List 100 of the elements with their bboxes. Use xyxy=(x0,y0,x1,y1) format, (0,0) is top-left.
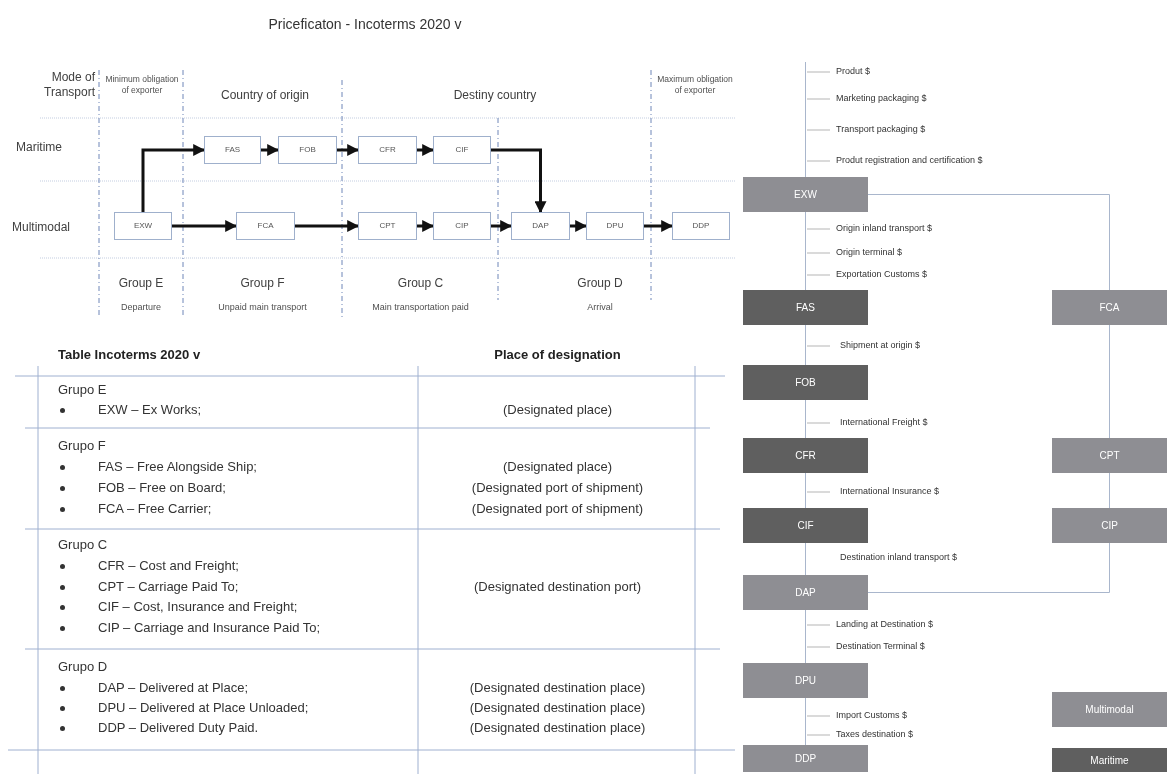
table-text: (Designated destination place) xyxy=(468,679,647,698)
connector-line xyxy=(805,211,806,291)
term-box: CPT xyxy=(358,212,417,240)
table-text: CIP – Carriage and Insurance Paid To; xyxy=(98,619,322,638)
arrow xyxy=(491,148,547,214)
text-label: Main transportation paid xyxy=(371,302,470,314)
table-text: Grupo E xyxy=(58,381,108,400)
cost-step-box: DDP xyxy=(743,745,868,772)
table-text: FOB – Free on Board; xyxy=(98,479,227,498)
cost-step-box: Multimodal xyxy=(1052,692,1167,727)
connector-line xyxy=(867,542,1110,593)
connector-line xyxy=(805,399,806,439)
cost-item-label: Shipment at origin $ xyxy=(840,339,922,353)
connector-line xyxy=(867,194,1110,291)
term-box: CFR xyxy=(358,136,417,164)
connector-line xyxy=(805,472,806,509)
cost-step-box: CFR xyxy=(743,438,868,473)
term-box: EXW xyxy=(114,212,172,240)
term-box: CIP xyxy=(433,212,491,240)
cost-step-box: Maritime xyxy=(1052,748,1167,772)
arrow xyxy=(141,144,206,212)
table-text: DPU – Delivered at Place Unloaded; xyxy=(98,699,310,718)
term-box: FOB xyxy=(278,136,337,164)
arrow xyxy=(417,220,435,232)
cost-step-box: FCA xyxy=(1052,290,1167,325)
cost-step-box: DAP xyxy=(743,575,868,610)
term-box: FAS xyxy=(204,136,261,164)
cost-item-label: Marketing packaging $ xyxy=(836,92,928,106)
table-text: CFR – Cost and Freight; xyxy=(98,557,240,576)
table-text: Grupo D xyxy=(58,658,109,677)
text-label: Maritime xyxy=(16,139,63,155)
cost-step-box: CIP xyxy=(1052,508,1167,543)
arrow xyxy=(491,220,513,232)
table-text: FAS – Free Alongside Ship; xyxy=(98,458,258,477)
table-text: Place of designation xyxy=(493,346,622,365)
cost-item-label: Produt registration and certification $ xyxy=(836,154,984,168)
text-label: Destiny country xyxy=(452,87,538,103)
text-label: Maximum obligation of exporter xyxy=(656,74,734,96)
cost-item-label: Origin terminal $ xyxy=(836,246,904,260)
text-label: Group F xyxy=(239,275,286,291)
cost-item-label: Taxes destination $ xyxy=(836,728,915,742)
connector-line xyxy=(805,61,806,178)
cost-item-label: Origin inland transport $ xyxy=(836,222,934,236)
table-text: (Designated port of shipment) xyxy=(470,479,645,498)
table-text: (Designated port of shipment) xyxy=(470,500,645,519)
table-text: (Designated destination place) xyxy=(468,699,647,718)
table-text: (Designated destination place) xyxy=(468,719,647,738)
cost-item-label: Exportation Customs $ xyxy=(836,268,929,282)
table-text: DDP – Delivered Duty Paid. xyxy=(98,719,260,738)
text-label: Arrival xyxy=(586,302,614,314)
cost-item-label: Transport packaging $ xyxy=(836,123,927,137)
term-box: FCA xyxy=(236,212,295,240)
table-text: Grupo F xyxy=(58,437,107,456)
table-text: (Designated destination port) xyxy=(473,578,642,597)
text-label: Minimum obligation of exporter xyxy=(104,74,180,96)
text-label: Country of origin xyxy=(219,87,310,103)
term-box: CIF xyxy=(433,136,491,164)
cost-step-box: FOB xyxy=(743,365,868,400)
cost-item-label: International Freight $ xyxy=(840,416,929,430)
text-label: Group D xyxy=(576,275,624,291)
term-box: DPU xyxy=(586,212,644,240)
table-text: DAP – Delivered at Place; xyxy=(98,679,250,698)
cost-item-label: Landing at Destination $ xyxy=(836,618,935,632)
connector-line xyxy=(1109,324,1110,439)
table-text: (Designated place) xyxy=(501,458,614,477)
connector-line xyxy=(805,697,806,746)
text-label: Multimodal xyxy=(12,219,72,235)
text-label: Group C xyxy=(396,275,445,291)
table-text: CIF – Cost, Insurance and Freight; xyxy=(98,598,299,617)
table-text: Grupo C xyxy=(58,536,109,555)
cost-step-box: EXW xyxy=(743,177,868,212)
text-label: Mode of Transport xyxy=(43,70,95,100)
connector-line xyxy=(805,324,806,366)
arrow xyxy=(337,144,360,156)
arrow xyxy=(570,220,588,232)
cost-step-box: CIF xyxy=(743,508,868,543)
term-box: DDP xyxy=(672,212,730,240)
arrow xyxy=(295,220,360,232)
cost-step-box: DPU xyxy=(743,663,868,698)
table-text: Table Incoterms 2020 v xyxy=(58,346,202,365)
arrow xyxy=(417,144,435,156)
cost-item-label: Produt $ xyxy=(836,65,872,79)
cost-item-label: Destination inland transport $ xyxy=(840,551,959,565)
cost-step-box: CPT xyxy=(1052,438,1167,473)
arrow xyxy=(261,144,280,156)
text-label: Group E xyxy=(117,275,165,291)
arrow xyxy=(644,220,674,232)
text-label: Departure xyxy=(120,302,162,314)
arrow xyxy=(172,220,238,232)
diagram-title: Priceficaton - Incoterms 2020 v xyxy=(267,15,463,34)
table-text: CPT – Carriage Paid To; xyxy=(98,578,240,597)
cost-item-label: Destination Terminal $ xyxy=(836,640,926,654)
table-text: FCA – Free Carrier; xyxy=(98,500,213,519)
table-text: EXW – Ex Works; xyxy=(98,401,203,420)
connector-line xyxy=(805,609,806,664)
connector-line xyxy=(805,542,806,576)
table-text: (Designated place) xyxy=(501,401,614,420)
cost-item-label: International Insurance $ xyxy=(840,485,941,499)
cost-step-box: FAS xyxy=(743,290,868,325)
cost-item-label: Import Customs $ xyxy=(836,709,909,723)
